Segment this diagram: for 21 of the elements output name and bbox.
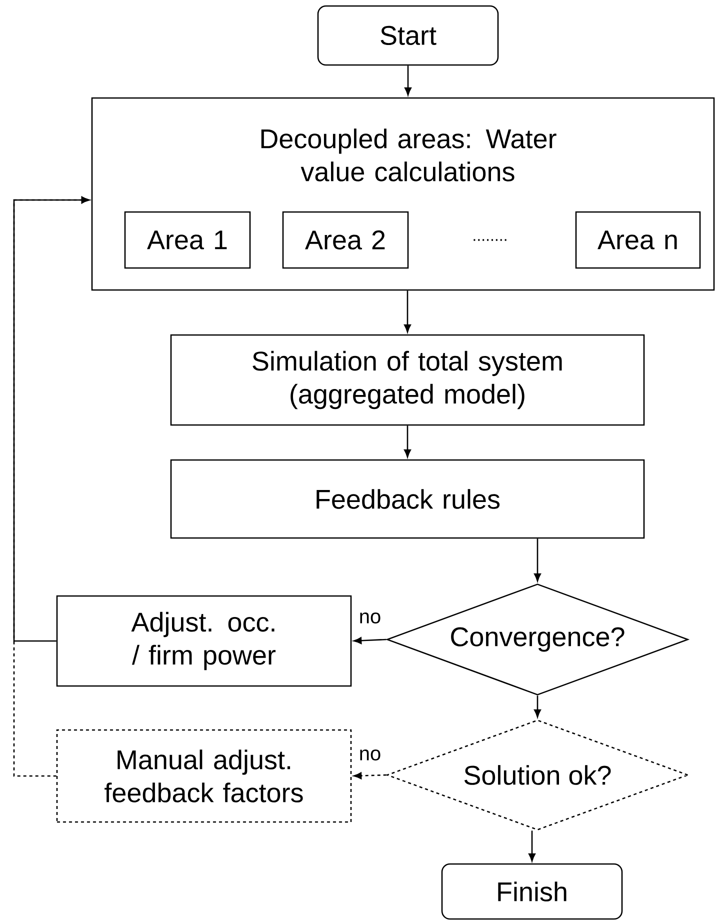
process-box: Manual adjust. feedback factors bbox=[56, 729, 352, 823]
ellipsis: ........ bbox=[474, 239, 506, 241]
process-box: Feedback rules bbox=[170, 459, 645, 539]
arrow bbox=[404, 426, 411, 458]
edge-label: no bbox=[358, 612, 382, 624]
edge-label: no bbox=[358, 748, 382, 762]
finish-box: Finish bbox=[441, 863, 623, 920]
arrow bbox=[13, 196, 90, 777]
arrow bbox=[528, 830, 536, 862]
start-box: Start bbox=[317, 5, 499, 66]
arrow bbox=[404, 66, 412, 96]
process-box: Simulation of total system (aggregated model) bbox=[170, 334, 645, 426]
process-box: Adjust. occ. / firm power bbox=[56, 595, 352, 687]
arrow bbox=[534, 538, 541, 582]
arrow bbox=[354, 637, 386, 644]
area-box: Area n bbox=[575, 211, 701, 269]
area-box: Area 2 bbox=[282, 211, 409, 269]
arrow bbox=[534, 696, 541, 718]
arrow bbox=[404, 290, 411, 332]
area-box: Area 1 bbox=[124, 211, 251, 269]
arrow bbox=[354, 772, 386, 780]
